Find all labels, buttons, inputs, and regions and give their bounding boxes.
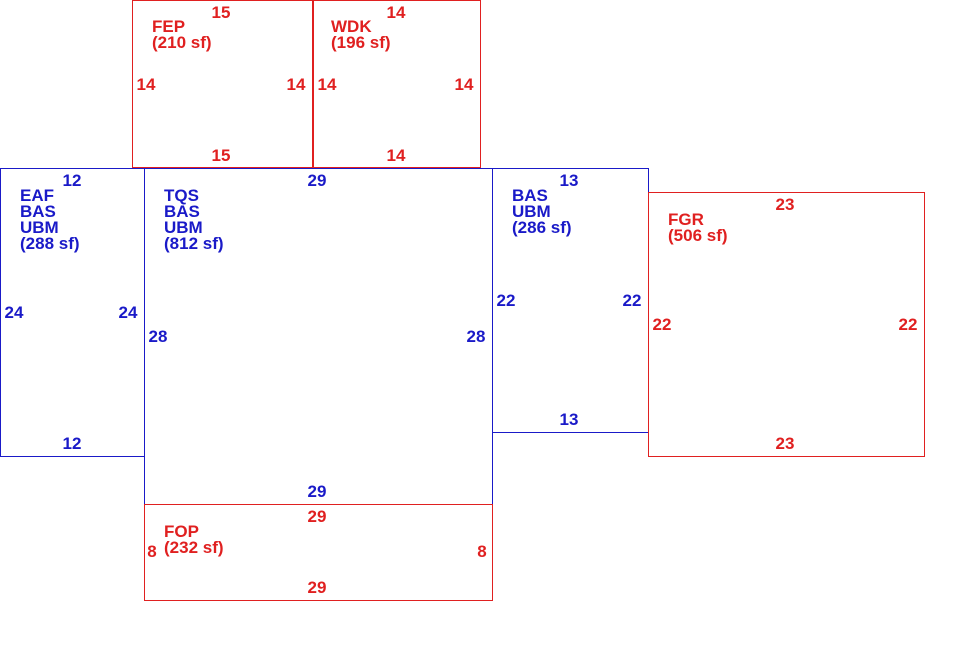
eaf-dim-top: 12 [62, 171, 82, 190]
room-tqs-line-1: TQS [164, 186, 199, 205]
room-bas-line-1: BAS [512, 186, 548, 205]
fop-dim-top: 29 [307, 507, 327, 526]
room-fgr-label: FGR (506 sf) [668, 210, 728, 245]
fop-dim-bottom: 29 [307, 578, 327, 597]
room-fgr-area: (506 sf) [668, 226, 728, 245]
room-fep-area: (210 sf) [152, 33, 212, 52]
room-fop-code: FOP [164, 522, 199, 541]
room-fgr-code: FGR [668, 210, 704, 229]
bas-dim-right: 22 [622, 291, 642, 310]
room-eaf-label: EAF BAS UBM (288 sf) [20, 186, 80, 253]
fep-dim-bottom: 15 [211, 146, 231, 165]
wdk-dim-left: 14 [317, 75, 337, 94]
fep-dim-top: 15 [211, 3, 231, 22]
fop-dim-left: 8 [147, 542, 157, 561]
room-fep-label: FEP (210 sf) [152, 17, 212, 52]
room-bas-label: BAS UBM (286 sf) [512, 186, 572, 237]
room-fep [132, 0, 314, 168]
room-tqs-label: TQS BAS UBM (812 sf) [164, 186, 224, 253]
room-bas-area: (286 sf) [512, 218, 572, 237]
fgr-dim-left: 22 [652, 315, 672, 334]
room-wdk [312, 0, 481, 168]
bas-dim-top: 13 [559, 171, 579, 190]
fop-dim-right: 8 [477, 542, 487, 561]
fgr-dim-bottom: 23 [775, 434, 795, 453]
room-eaf-line-3: UBM [20, 218, 59, 237]
room-fep-code: FEP [152, 17, 186, 36]
room-wdk-area: (196 sf) [331, 33, 391, 52]
fep-dim-left: 14 [136, 75, 156, 94]
eaf-dim-left: 24 [4, 303, 24, 322]
room-tqs-line-3: UBM [164, 218, 203, 237]
bas-dim-bottom: 13 [559, 410, 579, 429]
room-fop-label: FOP (232 sf) [164, 522, 224, 557]
eaf-dim-bottom: 12 [62, 434, 82, 453]
room-wdk-code: WDK [331, 17, 372, 36]
room-fop [144, 504, 493, 601]
bas-dim-left: 22 [496, 291, 516, 310]
wdk-dim-top: 14 [386, 3, 406, 22]
room-fgr [648, 192, 925, 457]
tqs-dim-left: 28 [148, 327, 168, 346]
room-eaf-area: (288 sf) [20, 234, 80, 253]
wdk-dim-right: 14 [454, 75, 474, 94]
tqs-dim-top: 29 [307, 171, 327, 190]
room-tqs-line-2: BAS [164, 202, 200, 221]
wdk-dim-bottom: 14 [386, 146, 406, 165]
eaf-dim-right: 24 [118, 303, 138, 322]
room-bas-line-2: UBM [512, 202, 551, 221]
room-fop-area: (232 sf) [164, 538, 224, 557]
room-eaf-line-2: BAS [20, 202, 56, 221]
fep-dim-right: 14 [286, 75, 306, 94]
room-wdk-label: WDK (196 sf) [331, 17, 391, 52]
tqs-dim-right: 28 [466, 327, 486, 346]
room-eaf-line-1: EAF [20, 186, 54, 205]
fgr-dim-top: 23 [775, 195, 795, 214]
room-tqs-area: (812 sf) [164, 234, 224, 253]
tqs-dim-bottom: 29 [307, 482, 327, 501]
fgr-dim-right: 22 [898, 315, 918, 334]
